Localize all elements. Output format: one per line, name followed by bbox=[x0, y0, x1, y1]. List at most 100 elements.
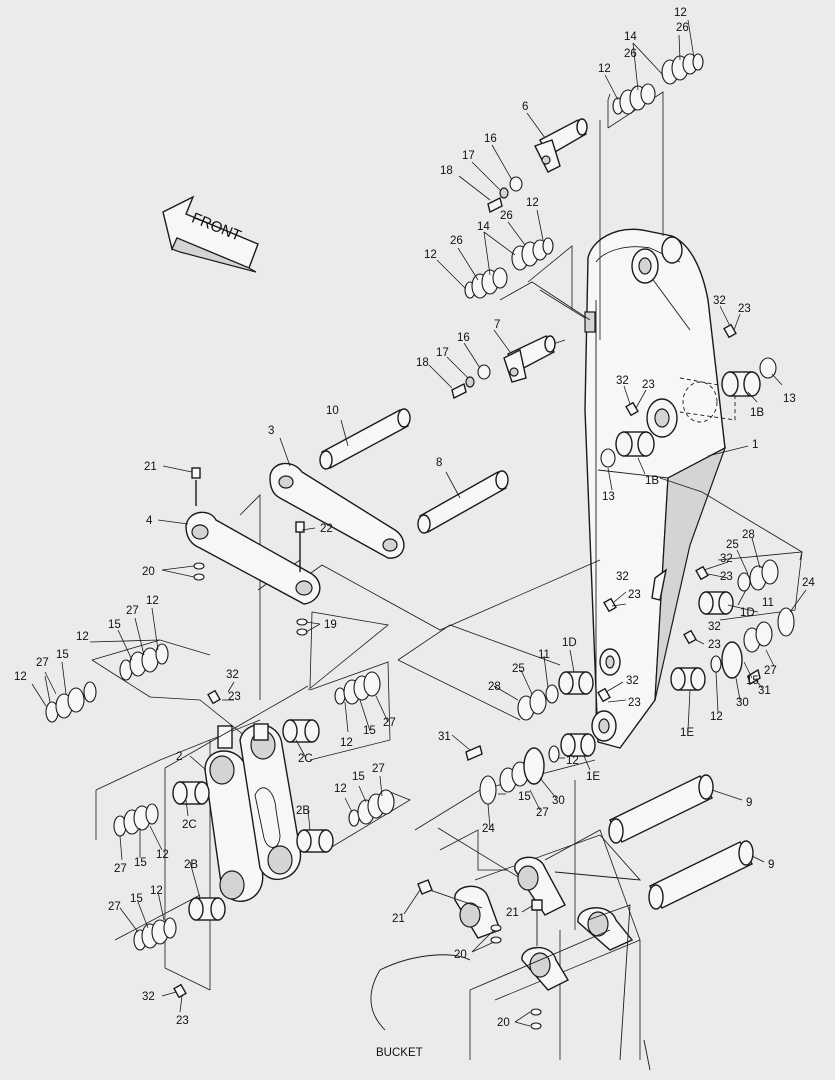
link-4 bbox=[185, 467, 321, 636]
pin-10 bbox=[319, 408, 411, 470]
part-label: 1E bbox=[680, 727, 694, 739]
bucket-label: BUCKET bbox=[376, 1047, 423, 1059]
part-label: 2C bbox=[298, 753, 313, 765]
part-label: 2 bbox=[176, 751, 182, 763]
part-label: 25 bbox=[512, 663, 525, 675]
part-label: 27 bbox=[764, 665, 777, 677]
part-label: 14 bbox=[477, 221, 490, 233]
shim-stack-left-lower bbox=[45, 681, 97, 723]
shim-stack-mid-left bbox=[464, 267, 508, 299]
bushings bbox=[172, 371, 761, 921]
pin-9-upper bbox=[608, 774, 714, 844]
bushing-1B-upper bbox=[721, 371, 761, 397]
part-label: 20 bbox=[454, 949, 467, 961]
part-label: 12 bbox=[14, 671, 27, 683]
part-label: 11 bbox=[762, 597, 774, 609]
shim-stack-center-upper bbox=[334, 671, 381, 705]
part-label: 32 bbox=[713, 295, 726, 307]
part-label: 15 bbox=[518, 791, 531, 803]
part-label: 20 bbox=[142, 566, 155, 578]
label-leaders bbox=[31, 19, 807, 1027]
part-label: 32 bbox=[720, 553, 733, 565]
part-label: 16 bbox=[457, 332, 470, 344]
part-label: 27 bbox=[372, 763, 385, 775]
part-label: 32 bbox=[142, 991, 155, 1003]
lock-bolts bbox=[173, 323, 761, 999]
shim-stack-bottom-left-upper bbox=[113, 803, 159, 837]
part-label: 1B bbox=[645, 475, 659, 487]
part-label: 2B bbox=[296, 805, 310, 817]
part-label: 1D bbox=[562, 637, 577, 649]
shim-stack-right-1 bbox=[737, 559, 779, 592]
shim-stack-left-upper bbox=[119, 643, 169, 681]
shim-stack-top-left bbox=[612, 83, 656, 115]
part-label: 26 bbox=[676, 22, 689, 34]
bushing-1E-right bbox=[670, 667, 706, 691]
part-label: 2C bbox=[182, 819, 197, 831]
part-label: 12 bbox=[424, 249, 437, 261]
part-label: 10 bbox=[326, 405, 339, 417]
part-label: 31 bbox=[758, 685, 771, 697]
bushing-2B-left bbox=[188, 897, 226, 921]
part-label: 21 bbox=[506, 907, 519, 919]
washer-16-17-18-b bbox=[451, 364, 491, 400]
link-3 bbox=[269, 462, 405, 559]
shim-stack-bottom-left-lower bbox=[133, 917, 177, 951]
part-number-labels: 12 26 14 26 12 6 16 17 18 12 26 14 26 12… bbox=[14, 7, 815, 1059]
part-label: 13 bbox=[783, 393, 796, 405]
pin-6 bbox=[534, 118, 588, 173]
part-label: 12 bbox=[340, 737, 353, 749]
part-label: 9 bbox=[746, 797, 752, 809]
part-label: 23 bbox=[708, 639, 721, 651]
part-label: 18 bbox=[440, 165, 453, 177]
front-direction-arrow: FRONT bbox=[162, 195, 259, 273]
pin-9-lower bbox=[648, 840, 754, 910]
part-label: 3 bbox=[268, 425, 274, 437]
bushing-1B-lower bbox=[615, 431, 655, 457]
part-label: 17 bbox=[436, 347, 449, 359]
arm-assembly bbox=[584, 228, 736, 749]
part-label: 12 bbox=[334, 783, 347, 795]
washer-13-upper bbox=[759, 357, 777, 379]
bucket-assembly bbox=[370, 834, 651, 1071]
part-label: 26 bbox=[500, 210, 513, 222]
bushing-2C-right bbox=[282, 719, 320, 743]
part-label: 26 bbox=[450, 235, 463, 247]
part-label: 24 bbox=[802, 577, 815, 589]
part-label: 27 bbox=[114, 863, 127, 875]
part-label: 17 bbox=[462, 150, 475, 162]
part-label: 27 bbox=[36, 657, 49, 669]
bushing-1D-right bbox=[698, 591, 734, 615]
pin-7 bbox=[503, 335, 556, 383]
part-label: 22 bbox=[320, 523, 333, 535]
shim-stack-center-right bbox=[517, 684, 559, 721]
part-label: 14 bbox=[624, 31, 637, 43]
part-label: 11 bbox=[538, 649, 550, 661]
part-label: 21 bbox=[144, 461, 157, 473]
part-label: 12 bbox=[526, 197, 539, 209]
part-label: 32 bbox=[616, 571, 629, 583]
part-label: 27 bbox=[383, 717, 396, 729]
part-label: 18 bbox=[416, 357, 429, 369]
shim-stack-center-bottom bbox=[479, 745, 560, 805]
part-label: 23 bbox=[628, 589, 641, 601]
washer-16-17-18-a bbox=[487, 176, 523, 214]
part-label: 21 bbox=[392, 913, 405, 925]
part-label: 23 bbox=[628, 697, 641, 709]
part-label: 24 bbox=[482, 823, 495, 835]
part-label: 13 bbox=[602, 491, 615, 503]
part-label: 23 bbox=[642, 379, 655, 391]
shim-stack-mid-right bbox=[511, 237, 554, 271]
part-label: 27 bbox=[536, 807, 549, 819]
part-label: 20 bbox=[497, 1017, 510, 1029]
link-2 bbox=[164, 685, 309, 991]
part-label: 1D bbox=[740, 607, 755, 619]
bushing-1E-left bbox=[560, 733, 596, 757]
part-label: 28 bbox=[488, 681, 501, 693]
shim-stack-right-2 bbox=[710, 607, 795, 679]
part-label: 7 bbox=[494, 319, 500, 331]
washer-13-lower bbox=[600, 448, 616, 468]
part-label: 15 bbox=[108, 619, 121, 631]
part-label: 12 bbox=[598, 63, 611, 75]
